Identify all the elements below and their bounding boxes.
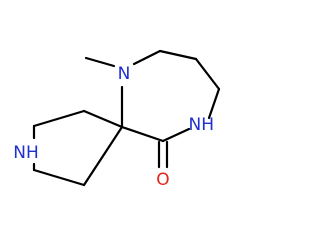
bond-ch2-ch2-right <box>194 57 221 91</box>
bond-ch2-ch2-left-upper <box>32 109 86 128</box>
bond-methyl-n <box>84 56 116 68</box>
bond-spiro-ch2-upper-left <box>82 109 124 129</box>
atom-nh-piperidine: NH <box>13 143 39 163</box>
atom-n-methyl: N <box>118 64 131 84</box>
atom-nh-amide: NH <box>189 115 215 135</box>
bond-nh-carbonyl <box>161 127 191 143</box>
bonds <box>32 49 221 187</box>
bond-carbonyl-spiro <box>120 125 165 143</box>
chemical-structure-diagram: N NH NH O <box>13 49 221 190</box>
bond-ch2-ch2-left-lower <box>32 168 86 187</box>
bond-n-ch2 <box>132 49 162 66</box>
bond-ch2-spiro-lower <box>82 125 124 187</box>
atom-labels: N NH NH O <box>13 64 214 190</box>
bond-ch2-nh <box>207 87 221 120</box>
bond-ch2-ch2-top <box>158 49 198 61</box>
atom-o-carbonyl: O <box>156 170 169 190</box>
